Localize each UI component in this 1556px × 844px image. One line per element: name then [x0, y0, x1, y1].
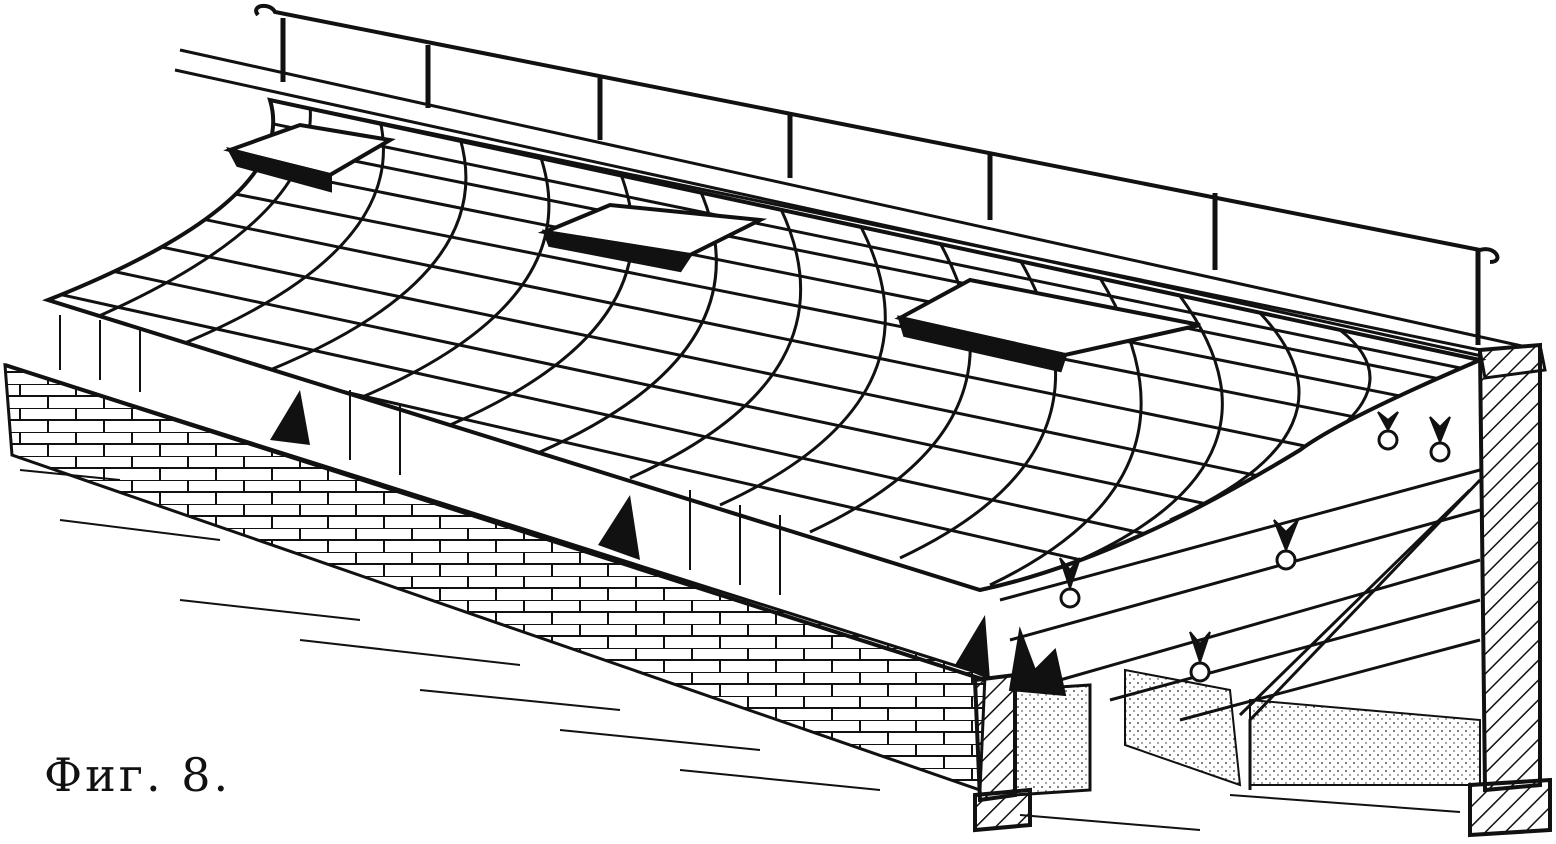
top-railing	[254, 3, 1500, 345]
plant-icon	[1059, 557, 1081, 609]
plant-icon	[1377, 411, 1399, 451]
plant-icon	[1429, 416, 1451, 463]
ground	[19, 469, 1461, 831]
plant-icon	[1189, 631, 1211, 683]
roof-vents	[223, 122, 1201, 373]
side-vents	[270, 390, 990, 680]
plant-icon	[1273, 519, 1299, 571]
potted-plants	[1008, 411, 1451, 697]
plant-icon	[1008, 626, 1067, 697]
figure-caption: Фиг. 8.	[44, 748, 232, 802]
front-glass-panels	[59, 315, 781, 595]
cross-section	[972, 342, 1552, 838]
